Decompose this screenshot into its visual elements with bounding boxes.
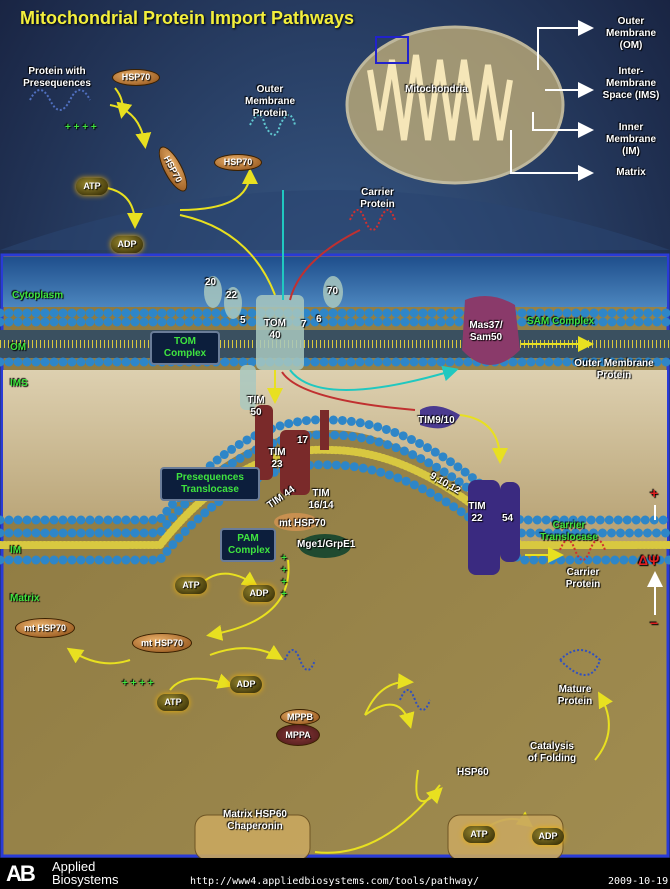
tom5-label: 5 <box>240 315 246 326</box>
catalysis-of-folding-label: Catalysis of Folding <box>527 741 577 764</box>
sam-complex-shape <box>462 296 520 365</box>
carrier-protein-label: Carrier Protein <box>360 187 395 210</box>
hsp60-label: HSP60 <box>457 767 489 778</box>
ims-legend: Inter-Membrane Space (IMS) <box>602 66 660 101</box>
matrix-label: Matrix <box>10 593 40 604</box>
mppa-pill: MPPA <box>276 724 320 746</box>
atp-badge-hsp60: ATP <box>463 826 495 843</box>
membrane-potential-label: ΔΨ <box>638 552 660 568</box>
mature-protein-label: Mature Protein <box>557 684 593 707</box>
tim16-14-label: TIM 16/14 <box>308 488 334 511</box>
hsp70-pill-released: HSP70 <box>214 154 262 171</box>
carrier-translocase-label: Carrier Translocase <box>540 520 598 543</box>
mppb-pill: MPPB <box>280 709 320 725</box>
minus-sign: − <box>650 615 659 631</box>
tim17-label: 17 <box>297 435 309 446</box>
tom6-label: 6 <box>316 314 322 325</box>
om-label: OM <box>10 342 27 353</box>
matrix-charges: + + + + <box>122 678 154 689</box>
source-url: http://www4.appliedbiosystems.com/tools/… <box>190 876 479 887</box>
mge1-grpe1-label: Mge1/GrpE1 <box>297 539 356 550</box>
tim22-complex <box>468 480 520 575</box>
tim9-10-label: TIM9/10 <box>418 415 455 426</box>
brand-name: Applied Biosystems <box>52 859 119 887</box>
im-label: IM <box>10 545 22 556</box>
outer-membrane-protein-label: Outer Membrane Protein <box>244 84 295 119</box>
atp-badge: ATP <box>76 178 108 195</box>
pam-charges: + + + + <box>281 553 287 600</box>
matrix-hsp60-chaperonin-label: Matrix HSP60 Chaperonin <box>223 809 287 832</box>
cytoplasm-label: Cytoplasm <box>12 290 64 301</box>
mt-hsp70-free-pill: mt HSP70 <box>15 618 75 638</box>
tim50-label: TIM 50 <box>247 395 265 418</box>
positive-charges: + + + + <box>65 122 97 133</box>
tom22-label: 22 <box>226 290 238 301</box>
date-stamp: 2009-10-19 <box>608 876 669 887</box>
mt-hsp70-bound-pill: mt HSP70 <box>132 633 192 653</box>
atp-badge-pam: ATP <box>175 577 207 594</box>
tim54-label: 54 <box>502 513 514 524</box>
ims-label: IMS <box>10 378 28 389</box>
atp-badge-matrix: ATP <box>157 694 189 711</box>
applied-biosystems-logo: AB <box>6 861 36 886</box>
tom20-label: 20 <box>205 277 217 288</box>
im-legend: Inner Membrane (IM) <box>605 122 656 157</box>
tim23-label: TIM 23 <box>268 447 286 470</box>
tom-complex <box>204 276 343 410</box>
mitochondrion-illustration <box>345 25 565 185</box>
footer: AB Applied Biosystems http://www4.applie… <box>0 858 670 889</box>
om-legend: Outer Membrane (OM) <box>605 16 656 51</box>
adp-badge-hsp60: ADP <box>532 828 564 845</box>
sam-product-label: Outer Membrane Protein <box>574 358 654 381</box>
mitochondria-label: Mitochondria <box>405 84 468 95</box>
adp-badge: ADP <box>111 236 143 253</box>
page-title: Mitochondrial Protein Import Pathways <box>20 8 355 28</box>
presequence-translocase-callout: Presequences Translocase <box>160 467 260 501</box>
carrier-protein-im-label: Carrier Protein <box>565 567 601 590</box>
sam-complex-label: SAM Complex <box>527 316 595 327</box>
pam-complex-callout: PAM Complex <box>220 528 276 562</box>
presequence-protein-label: Protein with Presequences <box>23 66 91 89</box>
adp-badge-matrix: ADP <box>230 676 262 693</box>
tom70-label: 70 <box>327 286 339 297</box>
plus-sign: + <box>650 485 659 501</box>
hsp70-pill: HSP70 <box>112 69 160 86</box>
matrix-legend: Matrix <box>616 167 646 178</box>
mas37-sam50-label: Mas37/ Sam50 <box>469 320 503 343</box>
tim22-label: TIM 22 <box>468 501 486 524</box>
tom7-label: 7 <box>301 319 307 330</box>
adp-badge-pam: ADP <box>243 585 275 602</box>
tom40-label: TOM 40 <box>263 318 287 341</box>
tom-complex-callout: TOM Complex <box>150 331 220 365</box>
mt-hsp70-pam-label: mt HSP70 <box>279 518 326 529</box>
tim23-complex <box>255 405 329 495</box>
